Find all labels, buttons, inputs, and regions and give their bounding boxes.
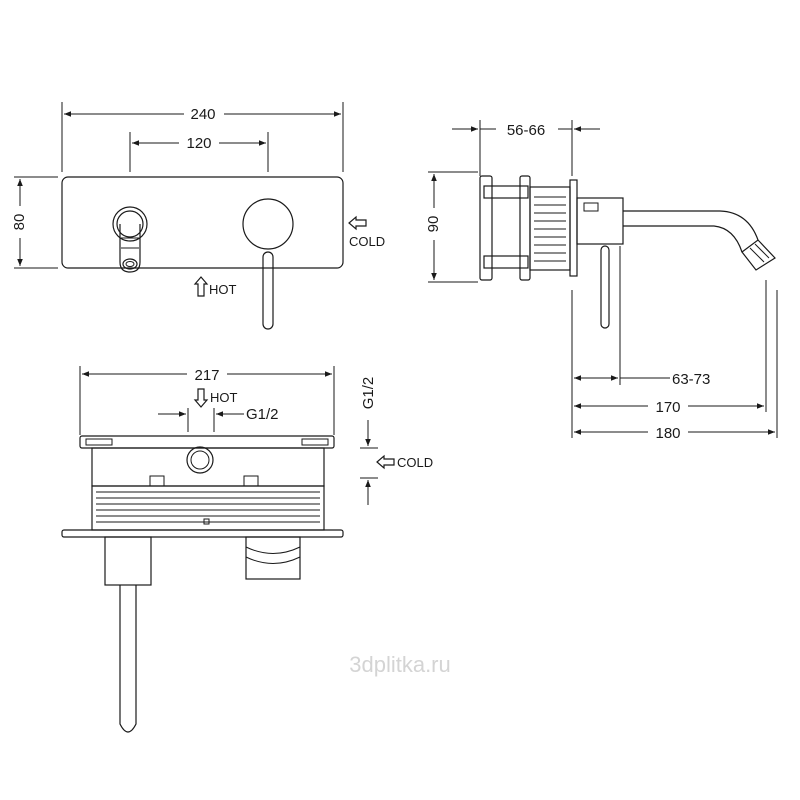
hot-inlet [186, 446, 214, 474]
lever-top [104, 536, 152, 733]
dim-spout-reach: 63-73 [672, 371, 710, 388]
lever-handle-base [242, 198, 294, 250]
dim-length-overall: 180 [655, 425, 680, 442]
hot-label-top: HOT [210, 390, 238, 405]
top-view: 217 HOT G1/2 G1/2 COLD [61, 364, 433, 733]
cover-plate [61, 176, 344, 269]
valve-body-side [479, 175, 578, 281]
cold-label-front: COLD [349, 234, 385, 249]
hot-indicator-top: HOT [193, 388, 238, 408]
hot-indicator-front: HOT [193, 276, 237, 297]
dim-depth-adjust: 56-66 [507, 122, 545, 139]
dim-length-mid: 170 [655, 399, 680, 416]
valve-body-top [61, 435, 344, 538]
spout-top [245, 536, 301, 580]
dim-height-side: 90 [425, 216, 442, 233]
front-view: 240 120 80 HOT COLD [9, 102, 385, 330]
spout-side [576, 197, 776, 329]
lever-side [600, 245, 610, 329]
side-view: 56-66 90 [423, 119, 778, 442]
cold-indicator-front: COLD [348, 215, 385, 249]
thread-hot-label: G1/2 [246, 406, 279, 423]
hot-label-front: HOT [209, 282, 237, 297]
cold-indicator-top: COLD [376, 454, 433, 470]
dim-width-top: 217 [194, 367, 219, 384]
dim-height-front: 80 [11, 214, 28, 231]
cold-label-top: COLD [397, 455, 433, 470]
dim-width-overall: 240 [190, 106, 215, 123]
dim-center-spacing: 120 [186, 135, 211, 152]
watermark: 3dplitka.ru [349, 652, 451, 677]
thread-cold-label: G1/2 [360, 377, 377, 410]
spout-outlet [112, 206, 148, 242]
lever-handle [262, 251, 274, 330]
